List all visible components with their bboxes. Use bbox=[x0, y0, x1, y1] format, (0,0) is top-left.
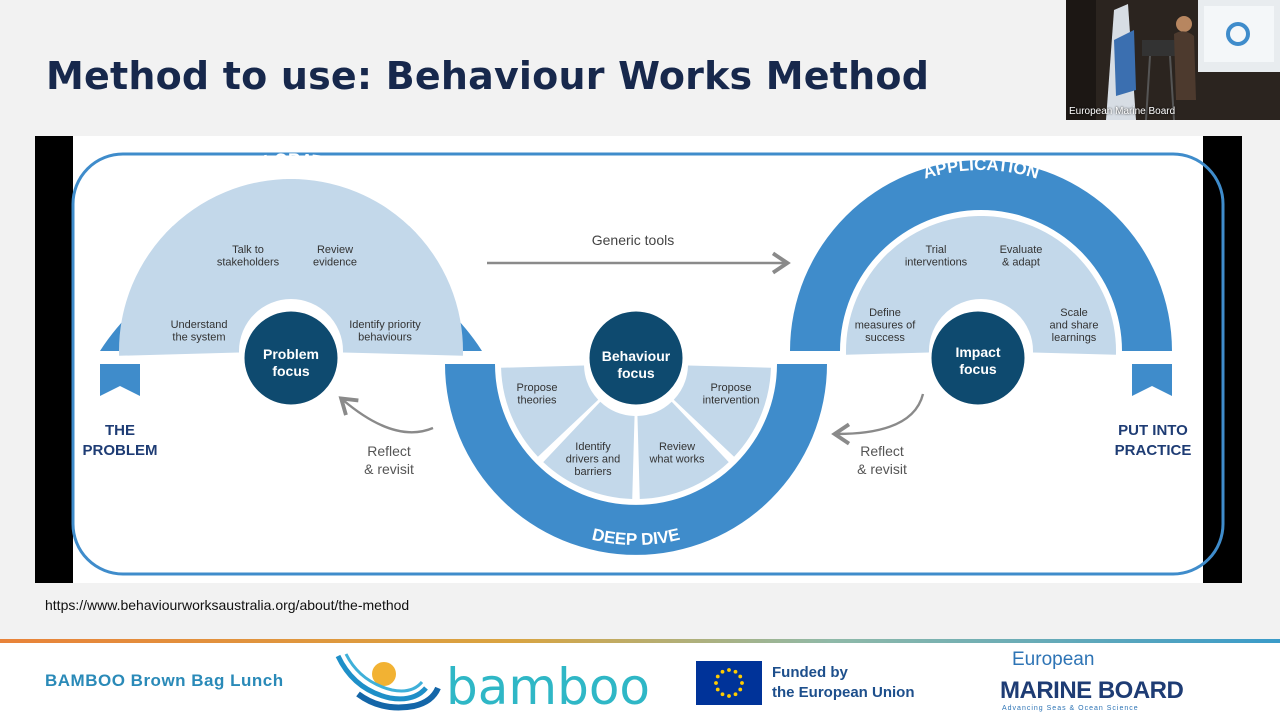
start-flag bbox=[100, 364, 140, 396]
exploration-segment bbox=[119, 226, 256, 356]
application-band bbox=[790, 160, 1172, 351]
reflect-arrow-right bbox=[831, 393, 925, 446]
application-segment bbox=[882, 216, 985, 316]
end-flag bbox=[1132, 364, 1172, 396]
diagram-frame bbox=[71, 152, 1225, 576]
emb-logo-main: MARINE BOARD bbox=[1000, 677, 1184, 704]
eu-star-icon bbox=[733, 669, 738, 674]
reflect-arrow-left bbox=[338, 396, 434, 434]
deep-dive-segment bbox=[501, 365, 599, 457]
deep-dive-segment bbox=[673, 365, 771, 457]
slide-title: Method to use: Behaviour Works Method bbox=[46, 54, 930, 98]
emb-logo-top: European bbox=[1012, 649, 1095, 670]
eu-star-icon bbox=[720, 692, 725, 697]
exploration-segment bbox=[286, 179, 416, 316]
reflect-revisit-left: Reflect& revisit bbox=[364, 443, 414, 477]
generic-tools-label: Generic tools bbox=[592, 232, 674, 248]
speaker-video[interactable] bbox=[1066, 0, 1280, 120]
application-segment bbox=[846, 252, 946, 355]
eu-funding-line-2: the European Union bbox=[772, 684, 915, 701]
source-link[interactable]: https://www.behaviourworksaustralia.org/… bbox=[45, 597, 410, 613]
eu-star-icon bbox=[720, 669, 725, 674]
eu-star-icon bbox=[715, 674, 720, 679]
eu-star-icon bbox=[715, 687, 720, 692]
deep-dive-segment bbox=[637, 401, 729, 499]
emb-logo-tagline: Advancing Seas & Ocean Science bbox=[1002, 705, 1139, 712]
bamboo-emblem-icon bbox=[335, 653, 441, 711]
problem-focus-hub bbox=[241, 308, 341, 408]
eu-star-icon bbox=[727, 668, 731, 672]
segment-label-evaluate-and-adapt: Evaluate& adapt bbox=[1000, 244, 1043, 269]
eu-star-icon bbox=[714, 681, 718, 685]
eu-star-icon bbox=[727, 694, 731, 698]
eu-star-icon bbox=[738, 674, 743, 679]
impact-focus-hub bbox=[928, 308, 1028, 408]
eu-funding-text: Funded by the European Union bbox=[772, 663, 915, 703]
footer-event-title: BAMBOO Brown Bag Lunch bbox=[45, 671, 284, 690]
application-segment bbox=[1016, 252, 1116, 355]
european-marine-board-logo: European MARINE BOARD Advancing Seas & O… bbox=[994, 647, 1184, 717]
exploration-segment bbox=[326, 226, 463, 356]
behaviour-focus-hub bbox=[586, 308, 686, 408]
eu-funding-line-1: Funded by bbox=[772, 664, 848, 681]
eu-star-icon bbox=[733, 692, 738, 697]
reflect-revisit-right: Reflect& revisit bbox=[857, 443, 907, 477]
bamboo-logo: bamboo bbox=[335, 653, 650, 714]
deep-dive-segment bbox=[543, 401, 635, 499]
eu-star-icon bbox=[740, 681, 744, 685]
exploration-segment bbox=[166, 179, 296, 316]
deep-dive-band bbox=[445, 364, 827, 555]
bamboo-wordmark: bamboo bbox=[446, 658, 650, 714]
eu-star-icon bbox=[738, 687, 743, 692]
video-participant-name: European Marine Board bbox=[1069, 106, 1176, 117]
footer-divider bbox=[0, 639, 1280, 643]
application-segment bbox=[977, 216, 1080, 316]
eu-flag-icon bbox=[696, 661, 762, 705]
